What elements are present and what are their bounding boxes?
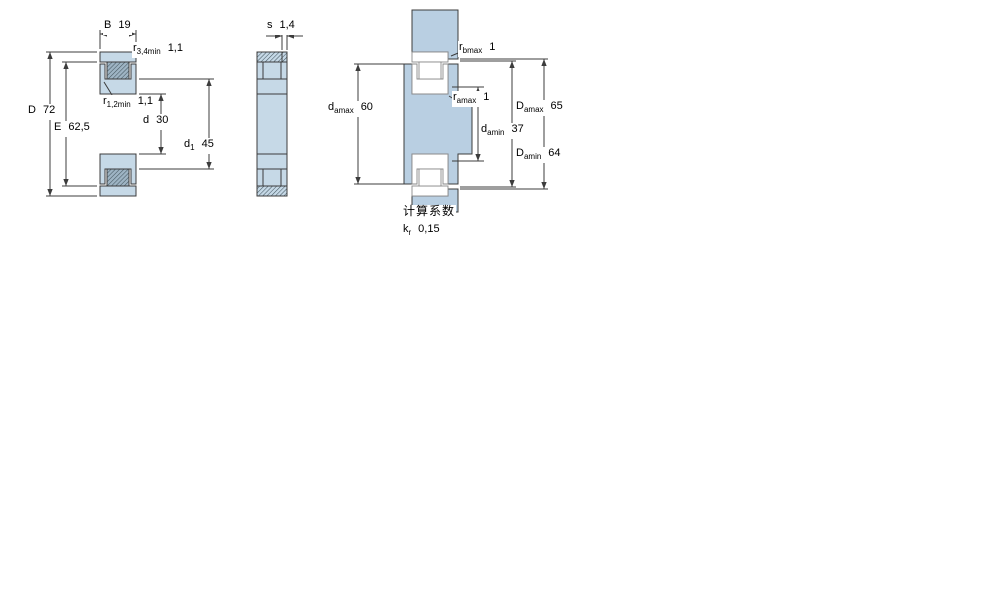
dim-value: 64 xyxy=(548,147,561,159)
dim-subscript: 1 xyxy=(190,143,195,152)
dim-subscript: amax xyxy=(334,106,354,115)
dim-label-da-max: damax 60 xyxy=(327,101,374,117)
dim-label-r12: r1,2min 1,1 xyxy=(102,95,154,111)
dim-symbol: E xyxy=(54,121,62,133)
dim-D xyxy=(46,51,97,197)
side-view-bottom-cap xyxy=(256,185,288,197)
dim-subscript: amin xyxy=(523,152,542,161)
dim-label-Da-min: Damin 64 xyxy=(515,147,562,163)
dim-subscript: 1,2min xyxy=(106,100,131,109)
dim-label-Da-max: Damax 65 xyxy=(515,100,564,116)
dim-value: 1 xyxy=(489,41,496,53)
dim-value: 1 xyxy=(483,91,490,103)
dim-value: 1,1 xyxy=(167,42,183,54)
dim-symbol: r xyxy=(103,95,107,107)
bearing-outline xyxy=(411,51,449,197)
dim-value: 30 xyxy=(156,114,169,126)
cross-section-view xyxy=(46,30,214,197)
dim-value: 72 xyxy=(42,104,56,116)
side-view xyxy=(256,33,303,197)
dim-da-max xyxy=(354,63,410,185)
dim-Da-max xyxy=(460,58,548,190)
outer-ring-top xyxy=(99,51,137,63)
dim-label-d: d 30 xyxy=(142,114,170,130)
dim-subscript: amax xyxy=(456,96,477,105)
roller-bottom-outline xyxy=(418,168,442,187)
factor-subscript: r xyxy=(408,228,412,237)
calculation-factor-kr: kr 0,15 xyxy=(402,223,441,239)
dim-label-r34: r3,4min 1,1 xyxy=(132,42,184,58)
outer-ring-top-outline xyxy=(411,51,449,63)
factor-symbol: k xyxy=(403,223,409,235)
dim-symbol: d xyxy=(481,123,488,135)
dim-label-D: D 72 xyxy=(27,104,57,120)
dim-symbol: s xyxy=(267,19,273,31)
dim-symbol: D xyxy=(516,147,524,159)
roller-bottom-hatch xyxy=(106,168,130,187)
dim-symbol: D xyxy=(516,100,524,112)
factor-value: 0,15 xyxy=(418,223,440,235)
dim-subscript: bmax xyxy=(462,46,483,55)
dim-value: 45 xyxy=(201,138,214,150)
outer-ring-bottom xyxy=(99,185,137,197)
dim-symbol: r xyxy=(133,42,137,54)
dim-value: 37 xyxy=(511,123,524,135)
dim-label-da-min: damin 37 xyxy=(480,123,525,139)
roller-top-outline xyxy=(418,61,442,80)
dim-symbol: r xyxy=(459,41,463,53)
dim-value: 1,4 xyxy=(279,19,295,31)
dim-label-B: B 19 xyxy=(103,19,132,35)
dim-value: 62,5 xyxy=(68,121,90,133)
side-view-top-cap xyxy=(256,51,288,63)
outer-ring-bottom-outline xyxy=(411,185,449,197)
dim-subscript: amin xyxy=(487,128,505,137)
dim-label-ra-max: ramax 1 xyxy=(452,91,491,107)
dim-d1 xyxy=(139,78,214,170)
dim-symbol: D xyxy=(28,104,36,116)
side-view-body xyxy=(256,51,288,197)
dim-s xyxy=(266,33,303,50)
dim-value: 65 xyxy=(550,100,563,112)
calculation-factors-heading: 计算系数 xyxy=(402,204,457,218)
leader-line-r12 xyxy=(103,81,113,96)
dim-label-d1: d1 45 xyxy=(183,138,215,154)
dim-subscript: 3,4min xyxy=(136,47,161,56)
dim-subscript: amax xyxy=(523,105,544,114)
dim-value: 1,1 xyxy=(137,95,153,107)
dim-symbol: B xyxy=(104,19,112,31)
dim-label-E: E 62,5 xyxy=(53,121,91,137)
dim-label-s: s 1,4 xyxy=(266,19,296,35)
dim-label-rb-max: rbmax 1 xyxy=(458,41,497,57)
roller-top-hatch xyxy=(106,61,130,80)
dim-symbol: r xyxy=(453,91,457,103)
dim-symbol: d xyxy=(184,138,191,150)
dim-symbol: d xyxy=(328,101,335,113)
dim-value: 60 xyxy=(360,101,373,113)
dim-symbol: d xyxy=(143,114,150,126)
dim-value: 19 xyxy=(118,19,131,31)
